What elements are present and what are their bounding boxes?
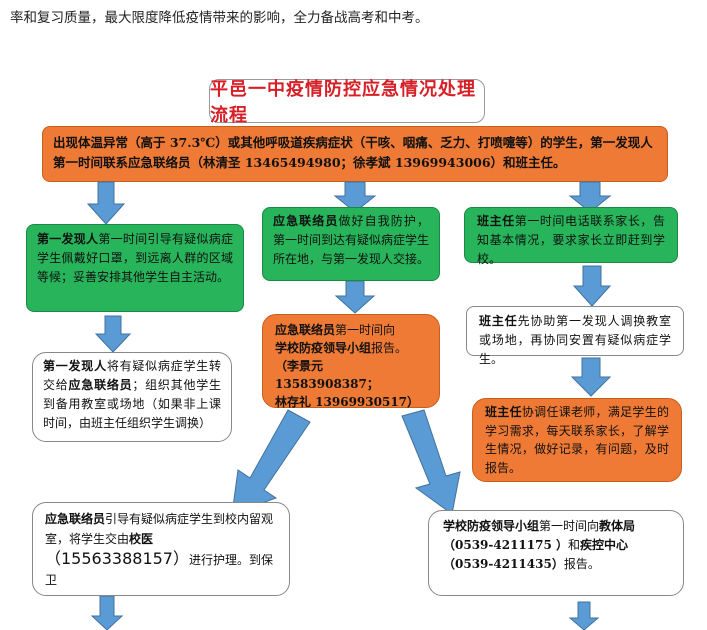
left-step2-box: 第一发现人将有疑似病症学生转交给应急联络员；组织其他学生到备用教室或场地（如果非… xyxy=(32,352,232,442)
arrow-down-icon xyxy=(570,357,612,397)
left-step1-box: 第一发现人第一时间引导有疑似病症学生佩戴好口罩，到远离人群的区域等候；妥善安排其… xyxy=(26,224,244,312)
step-text: 协调任课老师，满足学生的学习需求，每天联系家长，了解学生情况，做好记录，有问题，… xyxy=(485,405,669,475)
role-label: 应急联络员 xyxy=(45,512,106,526)
role-label: 第一发现人 xyxy=(43,359,107,373)
right-step1-box: 班主任第一时间电话联系家长，告知基本情况，要求家长立即赶到学校。 xyxy=(464,207,678,266)
step-text: ；组织其他学生到备用教室或场地（如果非上课时间，由班主任组织学生调换） xyxy=(43,378,221,430)
role-label: 班主任 xyxy=(485,405,522,419)
arrow-down-icon xyxy=(572,265,612,307)
intro-text: 率和复习质量，最大限度降低疫情带来的影响，全力备战高考和中考。 xyxy=(10,10,429,26)
step-text: 报告。 xyxy=(371,341,408,355)
org-label: 学校防疫领导小组 xyxy=(275,341,372,355)
middle-step1-box: 应急联络员做好自我防护，第一时间到达有疑似病症学生所在地，与第一发现人交接。 xyxy=(262,207,440,281)
left-step3-box: 应急联络员引导有疑似病症学生到校内留观室，将学生交由校医 （1556338815… xyxy=(32,502,290,596)
role-label: 校医 xyxy=(129,532,154,546)
org-label: 学校防疫领导小组 xyxy=(443,519,540,533)
contact-line: （李景元 13583908387； xyxy=(275,359,379,391)
trigger-text: 出现体温异常（高于 37.3℃）或其他呼吸道疾病症状（干咳、咽痛、乏力、打喷嚏等… xyxy=(53,135,653,170)
org-label: 疾控中心 xyxy=(580,538,629,552)
role-label: 应急联络员 xyxy=(68,378,133,392)
role-label: 第一发现人 xyxy=(37,232,99,246)
arrow-diagonal-right-icon xyxy=(401,409,461,515)
arrow-down-icon xyxy=(94,315,132,353)
arrow-down-icon xyxy=(568,601,600,630)
arrow-down-icon xyxy=(86,181,126,225)
arrow-down-icon xyxy=(334,280,376,314)
phone-number: （15563388157） xyxy=(45,549,189,568)
step-text: 第一时间向 xyxy=(335,323,396,337)
org-label: 教体局 xyxy=(599,519,636,533)
step-text: 第一时间引导有疑似病症学生佩戴好口罩，到远离人群的区域等候；妥善安排其他学生自主… xyxy=(37,232,233,284)
arrow-down-icon xyxy=(568,181,612,213)
right-step4-box: 学校防疫领导小组第一时间向教体局 （0539-4211175 ）和疾控中心 （0… xyxy=(428,510,684,596)
step-text: 将有疑似病症学生转交给 xyxy=(43,359,221,392)
step-text: 做好自我防护，第一时间到达有疑似病症学生所在地，与第一发现人交接。 xyxy=(273,214,430,266)
step-text: 先协助第一发现人调换教室或场地，再协同安置有疑似病症学生。 xyxy=(479,314,671,366)
step-text: 进行护理。到保卫 xyxy=(45,553,273,587)
step-text: 第一时间电话联系家长，告知基本情况，要求家长立即赶到学校。 xyxy=(477,214,665,266)
role-label: 应急联络员 xyxy=(275,323,336,337)
step-text: 引导有疑似病症学生到校内留观室，将学生交由 xyxy=(45,512,274,546)
contact-line: 林存礼 13969930517） xyxy=(275,395,420,409)
trigger-box: 出现体温异常（高于 37.3℃）或其他呼吸道疾病症状（干咳、咽痛、乏力、打喷嚏等… xyxy=(42,126,668,182)
phone-number: （0539-4211175 ） xyxy=(443,538,569,552)
step-text: 和 xyxy=(568,538,581,552)
role-label: 班主任 xyxy=(479,314,518,328)
arrow-diagonal-left-icon xyxy=(231,409,311,515)
right-step2-box: 班主任先协助第一发现人调换教室或场地，再协同安置有疑似病症学生。 xyxy=(466,306,684,366)
role-label: 应急联络员 xyxy=(273,214,339,228)
arrow-down-icon xyxy=(333,181,377,213)
arrow-down-icon xyxy=(90,595,124,630)
right-step3-box: 班主任协调任课老师，满足学生的学习需求，每天联系家长，了解学生情况，做好记录，有… xyxy=(472,398,682,482)
flowchart-title: 平邑一中疫情防控应急情况处理流程 xyxy=(209,79,485,126)
phone-number: （0539-4211435） xyxy=(443,557,564,571)
role-label: 班主任 xyxy=(477,214,515,228)
step-text: 第一时间向 xyxy=(539,519,600,533)
middle-step2-box: 应急联络员第一时间向 学校防疫领导小组报告。 （李景元 13583908387；… xyxy=(262,314,440,409)
step-text: 报告。 xyxy=(563,557,600,571)
